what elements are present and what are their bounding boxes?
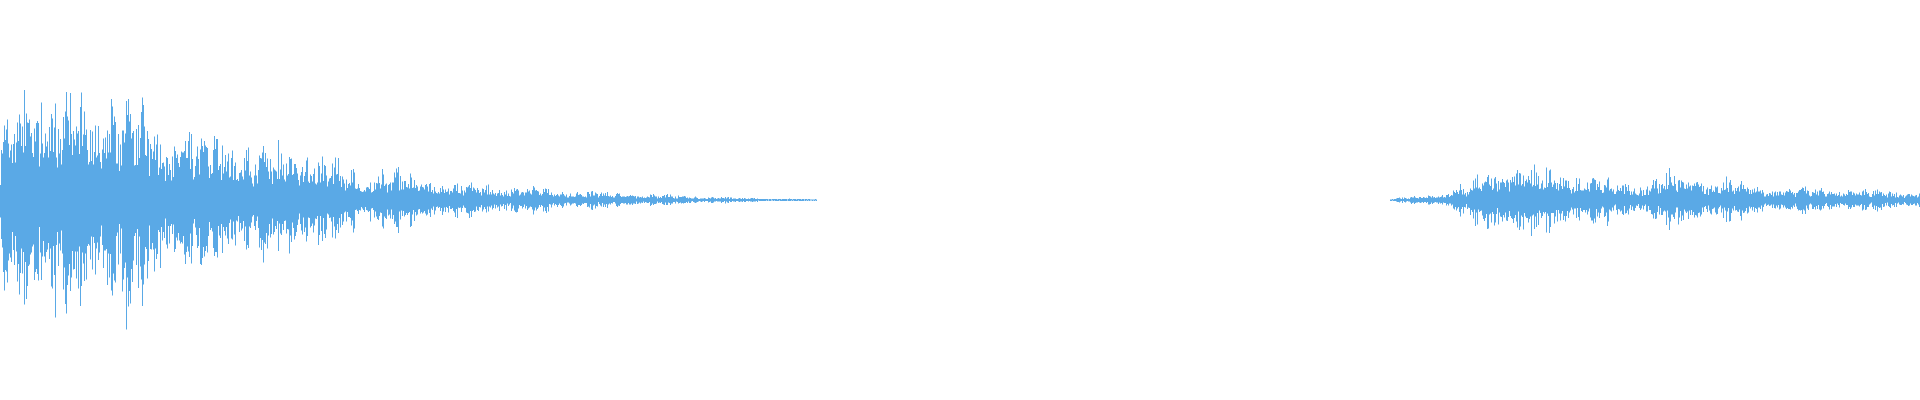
waveform-bars [0, 89, 1920, 330]
